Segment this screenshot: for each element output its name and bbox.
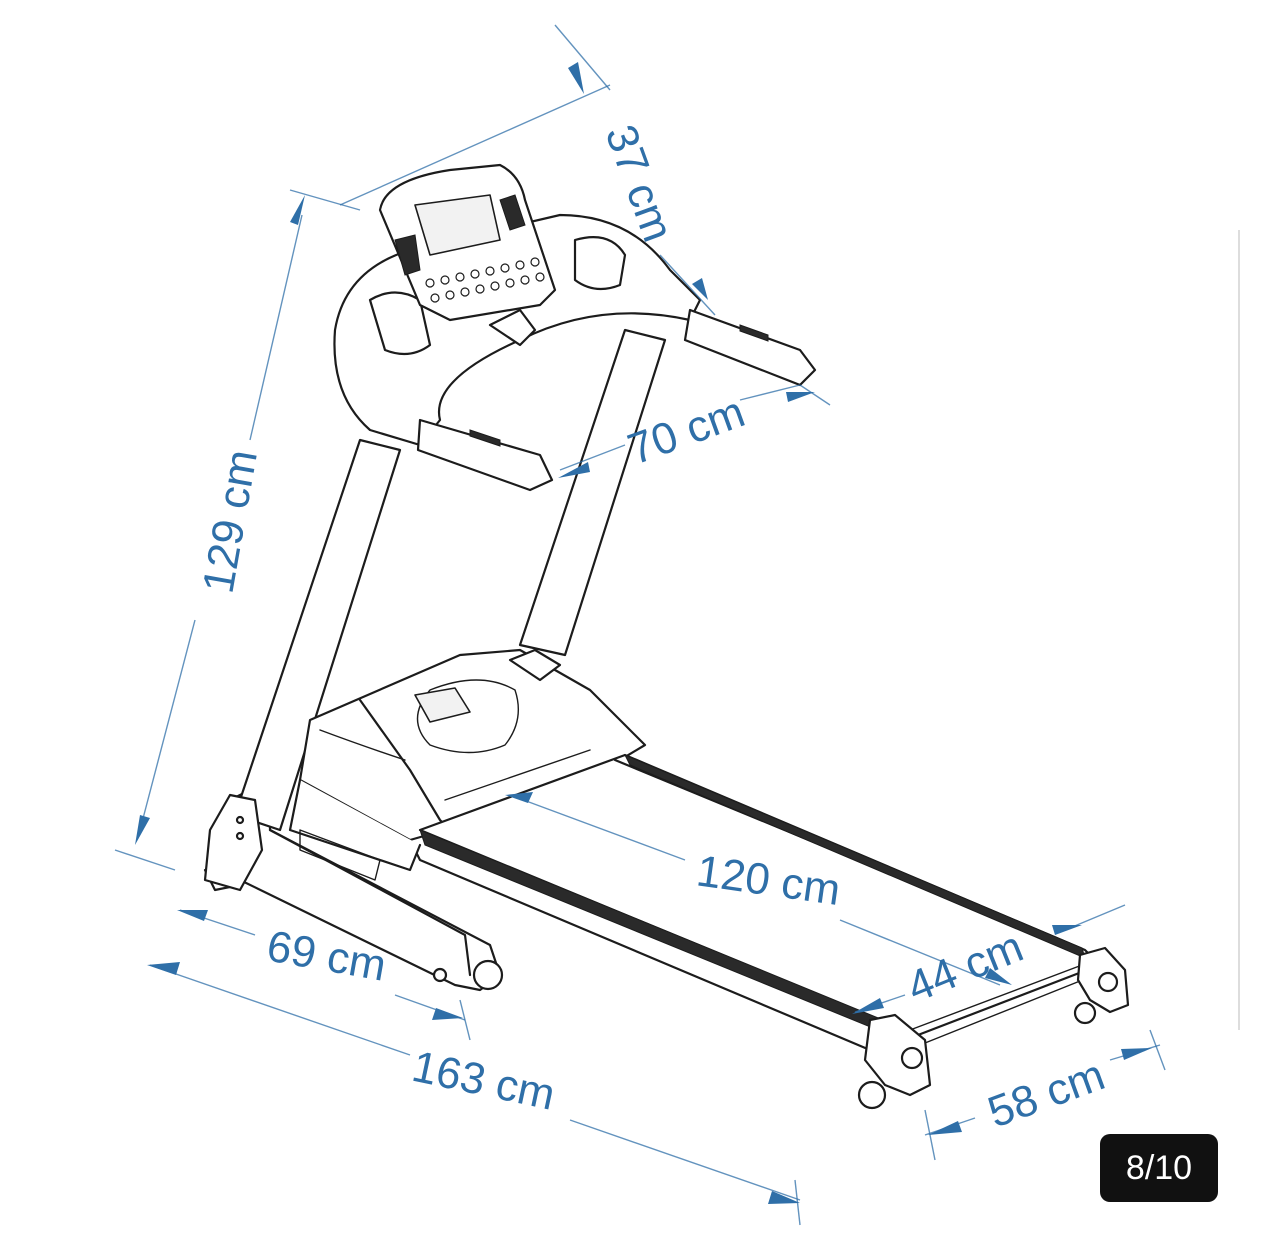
- edge-divider: [1238, 230, 1240, 1030]
- upright-right: [518, 328, 667, 657]
- dimension-lines: [114, 24, 1166, 1226]
- dim-label-height: 129 cm: [194, 446, 267, 597]
- upright-left: [203, 438, 402, 892]
- motor-hood: [298, 648, 647, 842]
- gallery-counter-badge: 8/10: [1100, 1134, 1218, 1202]
- dim-label-total-width: 58 cm: [982, 1050, 1111, 1137]
- rear-caps: [857, 946, 1130, 1110]
- gallery-counter: 8/10: [1125, 1148, 1193, 1187]
- dim-label-total-length: 163 cm: [408, 1042, 559, 1120]
- console: [378, 163, 557, 347]
- treadmill-drawing: [203, 163, 1130, 1110]
